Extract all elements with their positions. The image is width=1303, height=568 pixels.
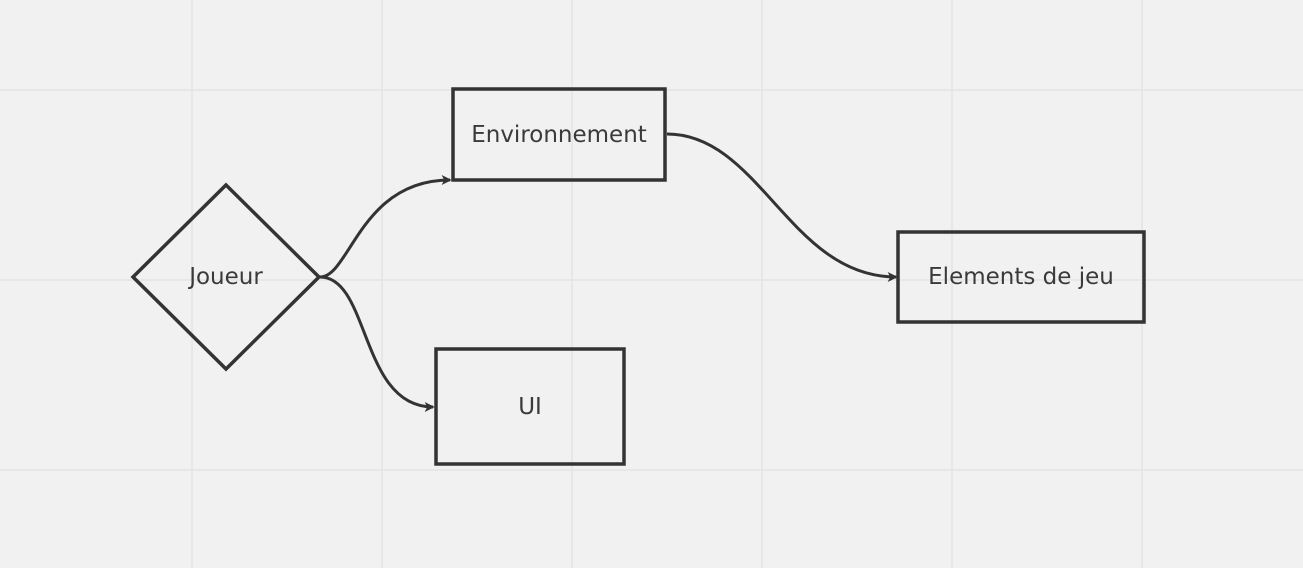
node-joueur-shape[interactable] — [130, 182, 322, 372]
node-environnement-label: Environnement — [471, 122, 647, 148]
node-elements-label: Elements de jeu — [928, 264, 1114, 290]
node-elements-shape[interactable] — [896, 230, 1146, 324]
edge-joueur-to-ui[interactable] — [319, 275, 435, 412]
node-joueur-label: Joueur — [189, 264, 263, 290]
node-ui-shape[interactable] — [434, 347, 626, 466]
node-environnement-shape[interactable] — [451, 87, 667, 182]
edge-joueur-to-environnement[interactable] — [319, 175, 452, 279]
node-ui-label: UI — [518, 394, 542, 420]
edge-environnement-to-elements[interactable] — [666, 132, 898, 282]
